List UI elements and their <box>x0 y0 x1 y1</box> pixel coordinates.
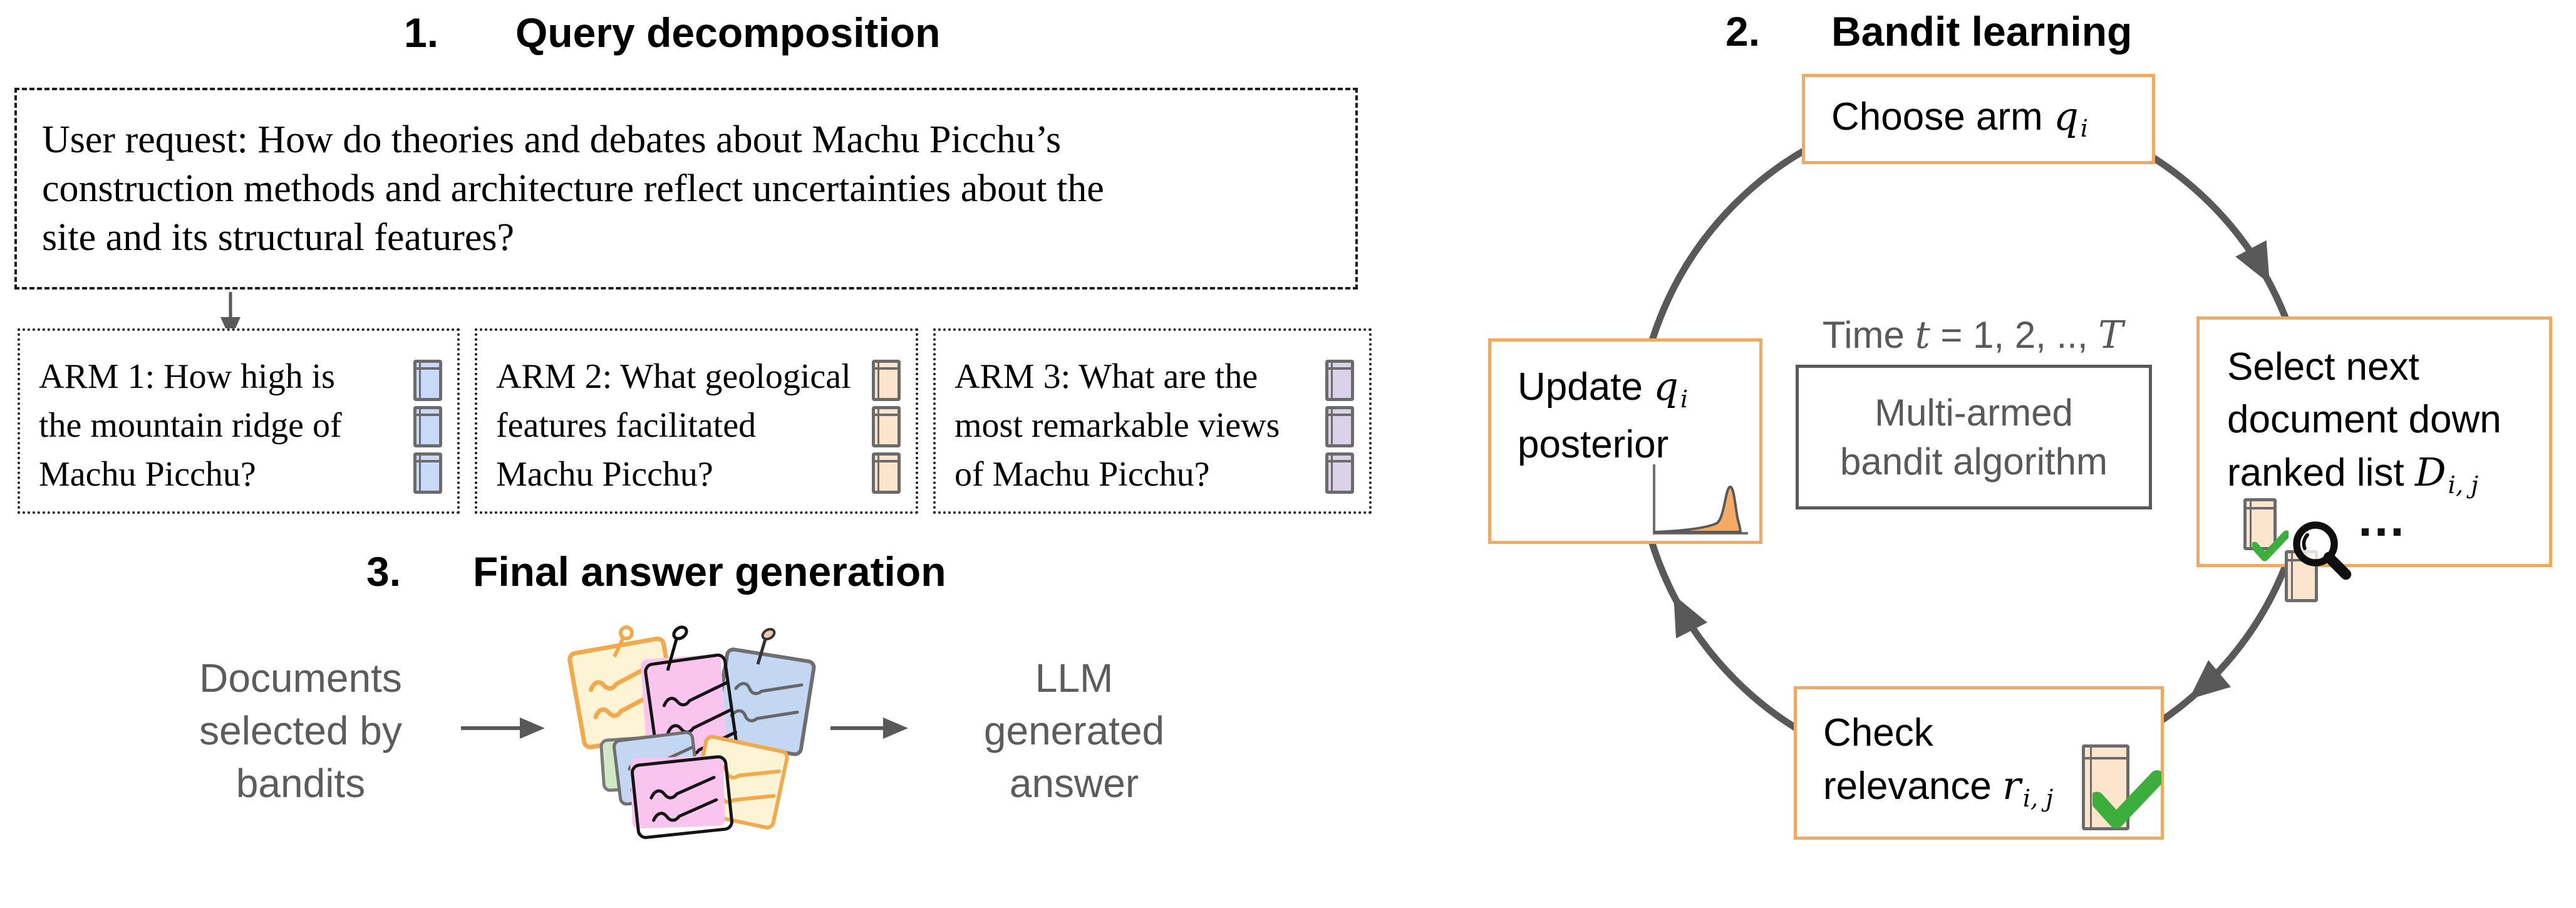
documents-selected-line: selected by <box>199 708 402 753</box>
check-relevance-line: Check <box>1823 711 1933 754</box>
time-step-label: Time t = 1, 2, .., T <box>1804 313 2142 357</box>
arm-variable-subscript: i <box>2080 115 2088 144</box>
section-1-number: 1. <box>404 9 439 56</box>
arm-3-text: ARM 3: What are the most remarkable view… <box>954 352 1280 499</box>
cycle-arrowhead-to-update <box>1673 595 1708 639</box>
arm-2-line: features facilitated <box>496 406 757 445</box>
flow-arrow-right <box>830 718 908 739</box>
document-icon <box>413 406 442 447</box>
arm-2-text: ARM 2: What geological features facilita… <box>496 352 851 499</box>
document-icon <box>872 406 901 447</box>
arm-variable: q <box>2053 93 2079 139</box>
flow-arrow-left <box>461 718 545 739</box>
arm-1-text: ARM 1: How high is the mountain ridge of… <box>39 352 342 499</box>
select-document-text: Select next document down ranked list Di… <box>2227 341 2501 504</box>
mab-box-line: bandit algorithm <box>1840 440 2108 483</box>
arm-3-line: most remarkable views <box>954 406 1280 445</box>
documents-selected-label: Documents selected by bandits <box>169 652 432 810</box>
document-icon <box>413 360 442 401</box>
documents-selected-line: Documents <box>199 655 402 701</box>
arm-3-line: of Machu Picchu? <box>954 455 1210 494</box>
arm-3-line: ARM 3: What are the <box>954 357 1258 396</box>
cycle-arrowhead-to-select <box>2235 240 2270 284</box>
document-icon <box>1325 406 1354 447</box>
arm-3-documents <box>1325 360 1354 494</box>
select-document-line: document down <box>2227 398 2501 441</box>
checkmark-icon <box>2092 770 2161 828</box>
document-icon <box>1325 360 1354 401</box>
select-document-line: Select next <box>2227 345 2419 389</box>
arm-3-box: ARM 3: What are the most remarkable view… <box>933 328 1372 514</box>
checkmark-icon <box>2252 530 2289 561</box>
user-request-text: User request: How do theories and debate… <box>42 115 1104 262</box>
user-request-box: User request: How do theories and debate… <box>14 88 1358 290</box>
relevance-variable: r <box>2002 763 2021 808</box>
ranked-list-variable: D <box>2414 449 2446 495</box>
choose-arm-box: Choose arm qi <box>1802 74 2155 164</box>
update-posterior-line: Update qi <box>1518 363 1689 414</box>
sticky-notes-illustration <box>567 625 816 839</box>
update-posterior-line: posterior <box>1518 423 1669 466</box>
document-icon <box>872 360 901 401</box>
multi-armed-bandit-box: Multi-armed bandit algorithm <box>1796 365 2152 509</box>
document-icon <box>413 452 442 494</box>
arm-2-box: ARM 2: What geological features facilita… <box>475 328 918 514</box>
document-icon <box>872 452 901 494</box>
ranked-list-subscript: i, j <box>2448 471 2479 499</box>
arm-2-line: ARM 2: What geological <box>496 357 851 396</box>
choose-arm-label: Choose arm <box>1831 95 2054 138</box>
user-request-line: User request: How do theories and debate… <box>42 118 1062 161</box>
posterior-variable: q <box>1653 363 1679 409</box>
llm-answer-label: LLM generated answer <box>943 652 1206 810</box>
section-3-number: 3. <box>366 548 401 595</box>
magnifier-icon <box>2293 521 2352 580</box>
cycle-arrowhead-to-check <box>2189 660 2232 699</box>
arm-2-documents <box>872 360 901 494</box>
user-request-line: construction methods and architecture re… <box>42 167 1104 210</box>
time-variable-T: T <box>2098 313 2124 357</box>
documents-selected-line: bandits <box>235 761 366 806</box>
arm-1-line: the mountain ridge of <box>39 406 342 445</box>
update-posterior-text: Update qi posterior <box>1518 360 1688 471</box>
user-request-line: site and its structural features? <box>42 216 515 259</box>
relevance-subscript: i, j <box>2022 784 2054 813</box>
update-posterior-box: Update qi posterior <box>1488 338 1762 544</box>
section-3-title: Final answer generation <box>473 548 946 595</box>
document-icon <box>1325 452 1354 494</box>
section-2-title: Bandit learning <box>1831 8 2133 55</box>
choose-arm-text: Choose arm qi <box>1831 90 2088 149</box>
check-relevance-line: relevance ri, j <box>1823 763 2054 813</box>
section-2-number: 2. <box>1725 8 1761 55</box>
select-document-line: ranked list Di, j <box>2227 449 2479 499</box>
more-documents-ellipsis: … <box>2356 491 2406 546</box>
arm-1-box: ARM 1: How high is the mountain ridge of… <box>18 328 460 514</box>
llm-answer-line: LLM <box>1035 655 1114 701</box>
arm-1-line: Machu Picchu? <box>39 455 256 494</box>
llm-answer-line: answer <box>1009 761 1139 806</box>
arm-1-line: ARM 1: How high is <box>39 357 335 396</box>
check-relevance-box: Check relevance ri, j <box>1794 686 2164 840</box>
llm-answer-line: generated <box>983 708 1165 753</box>
select-document-box: Select next document down ranked list Di… <box>2196 316 2552 602</box>
check-relevance-text: Check relevance ri, j <box>1823 707 2053 818</box>
arm-1-documents <box>413 360 442 494</box>
posterior-distribution-chart <box>1653 464 1748 535</box>
posterior-subscript: i <box>1680 385 1689 414</box>
time-variable-t: t <box>1915 313 1930 357</box>
arm-2-line: Machu Picchu? <box>496 455 713 494</box>
time-label-values: = 1, 2, .., <box>1930 314 2099 356</box>
mab-box-line: Multi-armed <box>1875 391 2073 434</box>
section-1-title: Query decomposition <box>515 9 941 56</box>
time-label-prefix: Time <box>1822 314 1915 356</box>
